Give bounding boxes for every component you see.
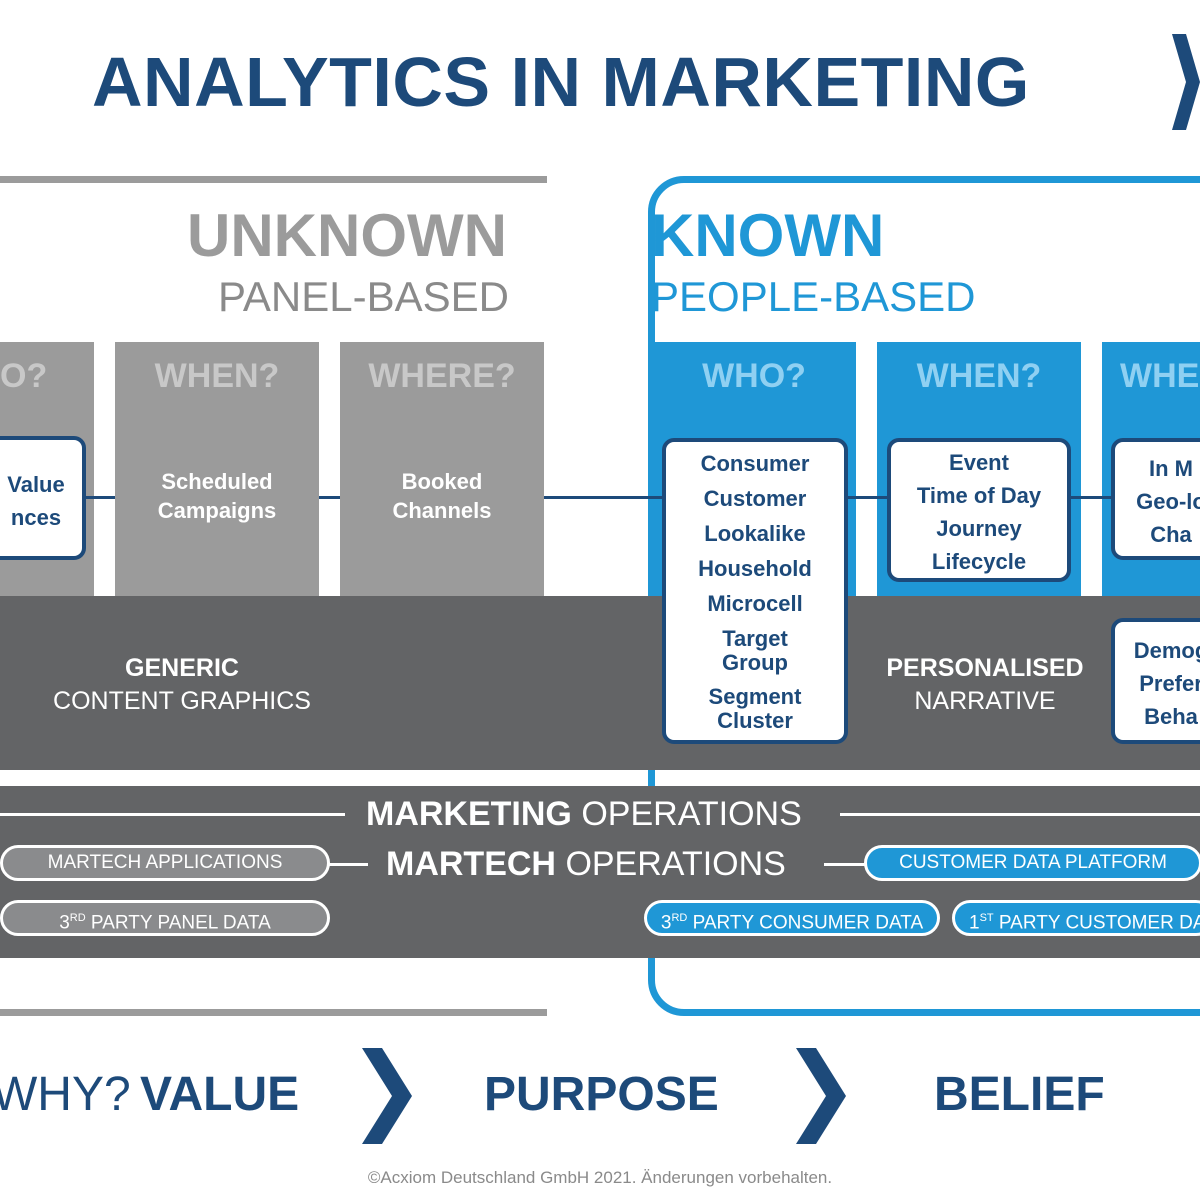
martech-applications-pill: MARTECH APPLICATIONS [0, 845, 330, 881]
who-item: Customer [703, 486, 807, 511]
martech-line-right [824, 863, 870, 866]
marketing-line-right [840, 813, 1200, 816]
personalised-label: PERSONALISED [886, 654, 1084, 682]
known-when-label: WHEN? [916, 357, 1042, 395]
unknown-heading: UNKNOWN [187, 202, 507, 269]
known-demog-card: Demog Prefer Beha [1111, 618, 1200, 744]
personalised-content: PERSONALISED NARRATIVE [862, 652, 1108, 718]
who-item: Target [722, 626, 788, 651]
where-item: Geo-lo [1136, 489, 1200, 514]
where-item: In M [1149, 456, 1193, 481]
pill-text: PARTY CUSTOMER DA [993, 912, 1200, 934]
pill-sup: RD [69, 912, 86, 924]
customer-data-platform-pill: CUSTOMER DATA PLATFORM [864, 845, 1200, 881]
known-who-card: Consumer Customer Lookalike Household Mi… [662, 438, 848, 744]
pill-num: 3 [59, 912, 70, 934]
who-card-line: nces [10, 505, 62, 530]
who-item: Household [698, 556, 812, 581]
known-subheading: PEOPLE-BASED [651, 273, 976, 320]
generic-content: GENERIC CONTENT GRAPHICS [40, 652, 324, 718]
known-when-card: Event Time of Day Journey Lifecycle [887, 438, 1071, 582]
unknown-when-label: WHEN? [154, 357, 280, 395]
personalised-sublabel: NARRATIVE [914, 687, 1056, 715]
who-item: Microcell [707, 591, 803, 616]
connector-line [82, 496, 1122, 499]
marketing-bold: MARKETING [366, 795, 572, 833]
who-item: Segment [708, 684, 802, 709]
where-item: Channels [392, 498, 492, 523]
third-party-consumer-pill: 3RD PARTY CONSUMER DATA [644, 900, 940, 936]
unknown-subheading: PANEL-BASED [218, 273, 509, 320]
martech-operations-title: MARTECH OPERATIONS [386, 844, 786, 884]
who-item: Cluster [717, 708, 793, 733]
unknown-who-card: Value nces [0, 436, 86, 560]
demog-item: Prefer [1139, 671, 1200, 696]
unknown-where-items: Booked Channels [340, 467, 544, 525]
why-label: WHY? [0, 1068, 131, 1121]
third-party-panel-pill: 3RD PARTY PANEL DATA [0, 900, 330, 936]
pill-text: PARTY CONSUMER DATA [687, 912, 924, 934]
belief-label: BELIEF [934, 1068, 1105, 1121]
known-heading: KNOWN [651, 202, 885, 269]
chevron-right-icon [796, 1048, 846, 1144]
pill-text: PARTY PANEL DATA [85, 912, 271, 934]
demog-item: Beha [1144, 704, 1198, 729]
value-label: VALUE [140, 1068, 300, 1121]
marketing-rest: OPERATIONS [581, 795, 802, 833]
when-item: Event [949, 450, 1009, 475]
chevron-right-icon [362, 1048, 412, 1144]
copyright-footer: ©Acxiom Deutschland GmbH 2021. Änderunge… [367, 1168, 833, 1187]
content-band [0, 596, 1200, 770]
when-item: Time of Day [916, 483, 1042, 508]
pill-num: 3 [660, 912, 672, 934]
first-party-customer-pill: 1ST PARTY CUSTOMER DA [952, 900, 1200, 936]
who-card-line: Value [7, 472, 65, 497]
where-item: Booked [401, 469, 483, 494]
when-item: Scheduled [161, 469, 273, 494]
page-title: ANALYTICS IN MARKETING [92, 43, 1030, 121]
unknown-frame [0, 176, 547, 1016]
title-chevron-icon [1172, 34, 1200, 130]
unknown-where-label: WHERE? [368, 357, 516, 395]
who-item: Consumer [700, 451, 810, 476]
known-who-label: WHO? [702, 357, 806, 395]
marketing-line-left [0, 813, 345, 816]
unknown-when-items: Scheduled Campaigns [115, 467, 319, 525]
who-item: Group [722, 650, 788, 675]
unknown-frame-left [0, 176, 40, 1016]
generic-sublabel: CONTENT GRAPHICS [53, 687, 311, 715]
purpose-label: PURPOSE [484, 1068, 719, 1121]
martech-line-left [326, 863, 368, 866]
unknown-who-label: O? [0, 357, 48, 395]
pill-sup: RD [671, 912, 688, 924]
pill-sup: ST [979, 912, 994, 924]
demog-item: Demog [1133, 638, 1200, 663]
where-item: Cha [1150, 522, 1192, 547]
known-where-label: WHE [1120, 357, 1200, 395]
known-where-card: In M Geo-lo Cha [1111, 438, 1200, 560]
marketing-operations-title: MARKETING OPERATIONS [366, 794, 802, 834]
martech-rest: OPERATIONS [565, 845, 786, 883]
who-item: Lookalike [704, 521, 806, 546]
martech-bold: MARTECH [386, 845, 556, 883]
generic-label: GENERIC [125, 654, 239, 682]
when-item: Journey [936, 516, 1022, 541]
when-item: Lifecycle [931, 549, 1027, 574]
pill-num: 1 [969, 912, 980, 934]
when-item: Campaigns [157, 498, 277, 523]
